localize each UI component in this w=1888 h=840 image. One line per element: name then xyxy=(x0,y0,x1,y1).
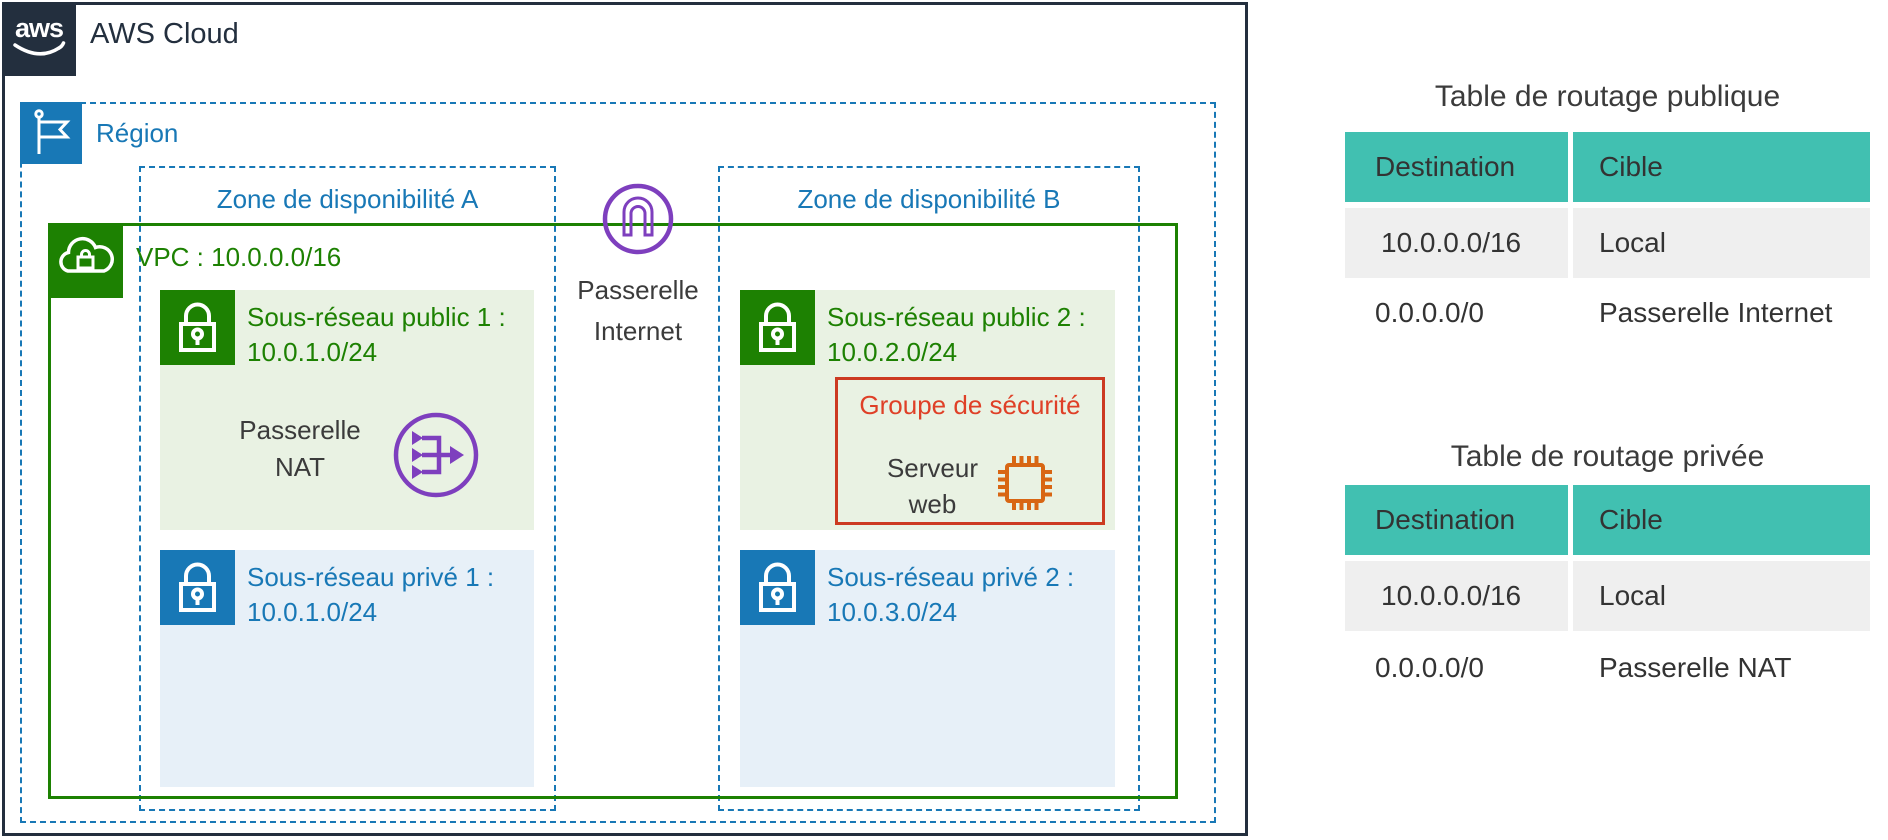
public-table-row2-cible: Passerelle Internet xyxy=(1599,297,1833,328)
public-table-header-cible: Cible xyxy=(1573,132,1870,202)
private-table-row2-cible: Passerelle NAT xyxy=(1599,652,1792,683)
public-table-header-destination: Destination xyxy=(1345,132,1568,202)
nat-gateway-icon xyxy=(392,411,480,499)
web-server-label: Serveur web xyxy=(886,453,979,519)
private-table-row1-cible: Local xyxy=(1573,561,1870,631)
internet-gateway-label: Passerelle Internet xyxy=(577,275,699,346)
subnet-public-1-label: Sous-réseau public 1 : 10.0.1.0/24 xyxy=(247,302,506,367)
region-flag-icon xyxy=(20,102,82,164)
private-table-header-destination: Destination xyxy=(1345,485,1568,555)
nat-gateway-label: Passerelle NAT xyxy=(239,415,361,482)
zone-b-label: Zone de disponibilité B xyxy=(797,184,1061,214)
availability-zone-b-box xyxy=(718,166,1140,811)
zone-a-label: Zone de disponibilité A xyxy=(216,184,479,214)
subnet-private-1-label: Sous-réseau privé 1 : 10.0.1.0/24 xyxy=(247,562,495,627)
public-table-row1-destination: 10.0.0.0/16 xyxy=(1345,208,1568,278)
aws-logo-icon: aws xyxy=(2,2,76,76)
security-group-label: Groupe de sécurité xyxy=(859,390,1081,420)
public-route-table-title: Table de routage publique xyxy=(1434,80,1781,113)
svg-text:aws: aws xyxy=(15,13,63,43)
subnet-private-1-padlock-icon xyxy=(160,550,235,625)
public-table-row2-destination: 0.0.0.0/0 xyxy=(1375,297,1484,328)
region-box xyxy=(20,102,1216,823)
subnet-private-2-padlock-icon xyxy=(740,550,815,625)
private-route-table-title: Table de routage privée xyxy=(1450,440,1765,473)
subnet-public-2-label: Sous-réseau public 2 : 10.0.2.0/24 xyxy=(827,302,1086,367)
vpc-label: VPC : 10.0.0.0/16 xyxy=(136,242,342,272)
vpc-cloud-lock-icon xyxy=(48,223,123,298)
private-table-row1-destination: 10.0.0.0/16 xyxy=(1345,561,1568,631)
vpc-box xyxy=(48,223,1178,799)
subnet-public-1-padlock-icon xyxy=(160,290,235,365)
internet-gateway-icon xyxy=(601,182,675,256)
aws-cloud-title: AWS Cloud xyxy=(90,18,239,50)
subnet-public-2-padlock-icon xyxy=(740,290,815,365)
private-table-header-cible: Cible xyxy=(1573,485,1870,555)
region-label: Région xyxy=(96,118,179,148)
web-server-chip-icon xyxy=(993,451,1057,515)
subnet-private-2-label: Sous-réseau privé 2 : 10.0.3.0/24 xyxy=(827,562,1075,627)
availability-zone-a-box xyxy=(139,166,556,811)
public-table-row1-cible: Local xyxy=(1573,208,1870,278)
security-group-box xyxy=(835,377,1105,525)
private-table-row2-destination: 0.0.0.0/0 xyxy=(1375,652,1484,683)
